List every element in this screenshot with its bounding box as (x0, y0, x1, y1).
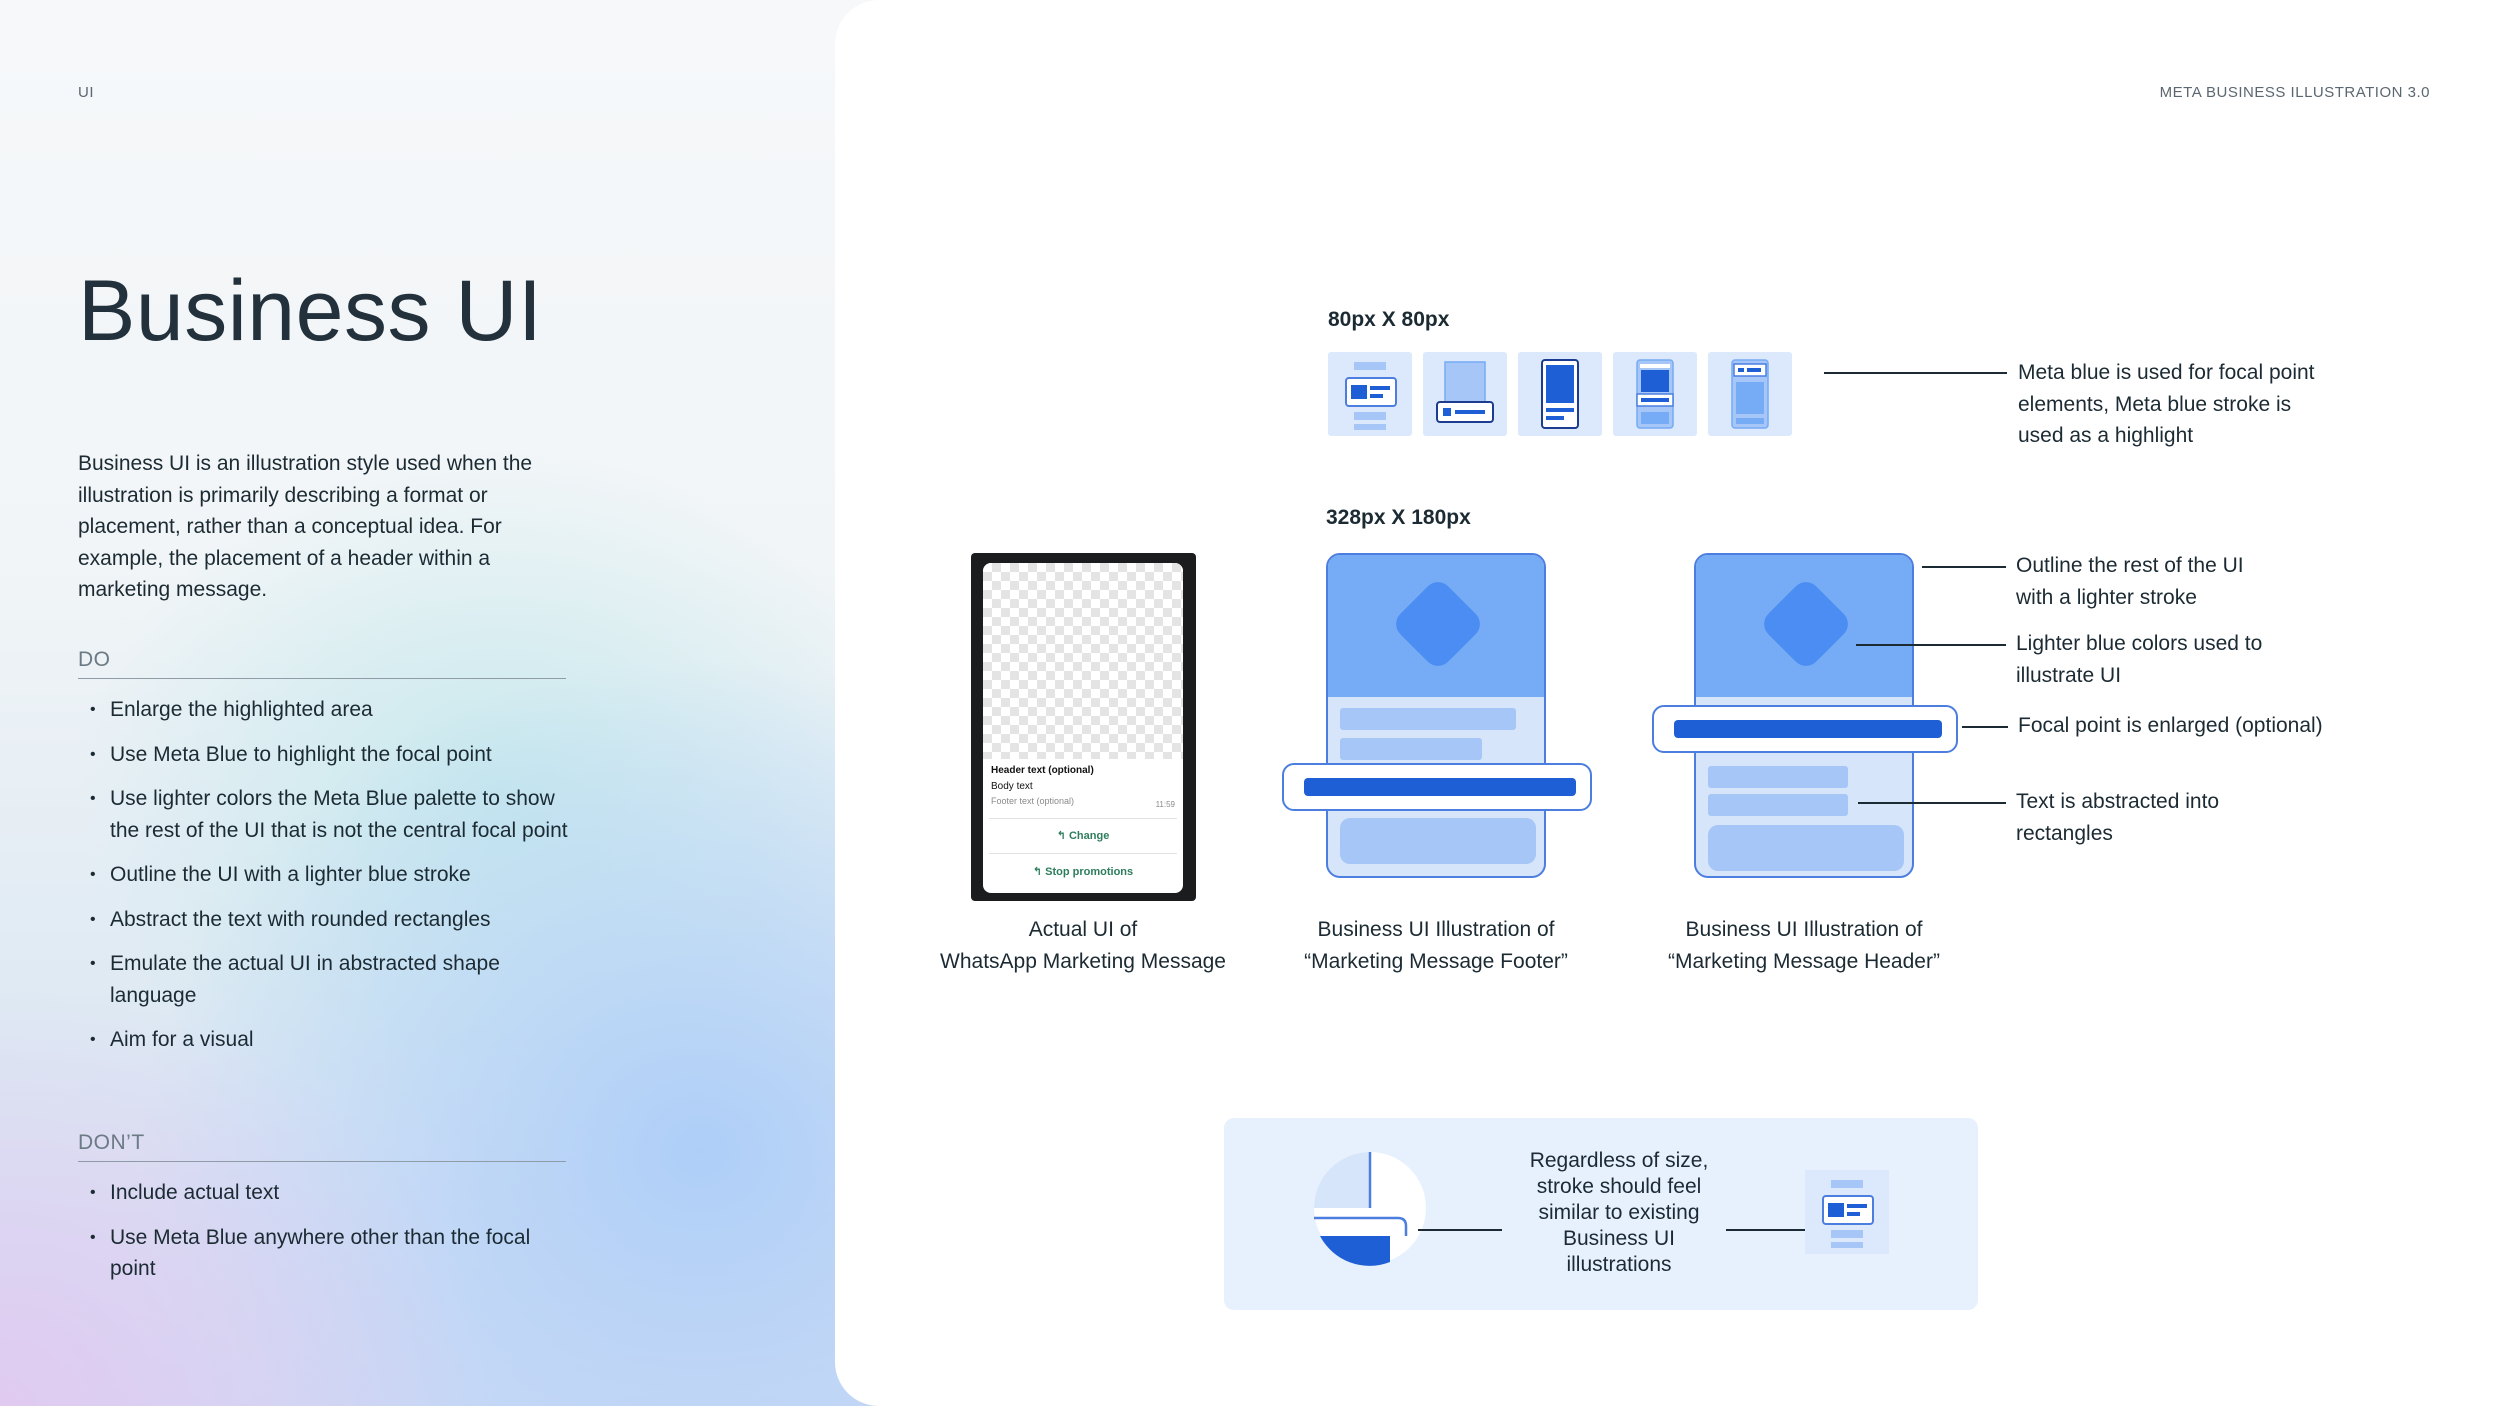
caption-actual-line1: Actual UI of (1028, 918, 1138, 941)
thumb-footer-bar-icon (1423, 352, 1507, 436)
phone-footer-text: Footer text (optional) (991, 796, 1075, 806)
section-label: UI (78, 84, 94, 101)
do-item: Aim for a visual (78, 1024, 578, 1056)
callout-line-lighter (1856, 644, 2006, 646)
text-bar (1708, 794, 1848, 816)
do-item: Abstract the text with rounded rectangle… (78, 904, 578, 936)
change-label: Change (1068, 830, 1110, 842)
brand-label: META BUSINESS ILLUSTRATION 3.0 (2159, 84, 2430, 101)
callout-line-stroke-right (1726, 1229, 1810, 1231)
do-heading: DO (78, 648, 566, 679)
image-placeholder (983, 563, 1183, 759)
note-outline: Outline the rest of the UI with a lighte… (2016, 554, 2244, 609)
dont-item: Include actual text (78, 1177, 578, 1209)
phone-divider (989, 818, 1177, 819)
stroke-note-box: Regardless of size, stroke should feel s… (1224, 1118, 1978, 1310)
caption-footer: Business UI Illustration of “Marketing M… (1276, 914, 1596, 977)
intro-paragraph: Business UI is an illustration style use… (78, 452, 533, 601)
callout-line-focal (1824, 372, 2007, 374)
stop-promotions-button[interactable]: ↰ Stop promotions (1032, 866, 1134, 878)
callout-line-abstracted (1858, 802, 2006, 804)
dont-item: Use Meta Blue anywhere other than the fo… (78, 1222, 578, 1285)
thumb-header-icon (1708, 352, 1792, 436)
do-item: Emulate the actual UI in abstracted shap… (78, 948, 578, 1011)
do-list: Enlarge the highlighted area Use Meta Bl… (78, 694, 578, 1069)
thumb-card-icon (1613, 352, 1697, 436)
phone-header-text: Header text (optional) (991, 765, 1094, 776)
button-block (1708, 825, 1904, 871)
small-footer-icon (1805, 1170, 1889, 1254)
dont-heading: DON’T (78, 1131, 566, 1162)
caption-actual-line2: WhatsApp Marketing Message (940, 949, 1226, 973)
caption-actual: Actual UI of WhatsApp Marketing Message (922, 914, 1244, 977)
text-bar (1340, 738, 1482, 760)
note-lighter: Lighter blue colors used to illustrate U… (2016, 632, 2263, 687)
note-stroke: Regardless of size, stroke should feel s… (1529, 1149, 1709, 1276)
phone-divider (989, 853, 1177, 854)
caption-header-line2: “Marketing Message Header” (1668, 949, 1940, 973)
stop-label: Stop promotions (1045, 866, 1134, 878)
caption-header-line1: Business UI Illustration of (1685, 918, 1923, 941)
focal-bar (1674, 720, 1942, 738)
note-enlarged: Focal point is enlarged (optional) (2018, 714, 2323, 737)
page-title: Business UI (78, 263, 543, 359)
thumb-footer-icon (1328, 352, 1412, 436)
change-button[interactable]: ↰ Change (1056, 830, 1110, 842)
caption-footer-line1: Business UI Illustration of (1317, 918, 1555, 941)
do-item: Enlarge the highlighted area (78, 694, 578, 726)
thumb-phone-icon (1518, 352, 1602, 436)
footer-illustration-card (1326, 553, 1546, 878)
note-focal: Meta blue is used for focal point elemen… (2018, 361, 2315, 447)
caption-header: Business UI Illustration of “Marketing M… (1644, 914, 1964, 977)
header-focal-pill (1652, 705, 1958, 753)
do-item: Use Meta Blue to highlight the focal poi… (78, 739, 578, 771)
phone-screen: Header text (optional) Body text Footer … (983, 563, 1183, 893)
button-block (1340, 818, 1536, 864)
small-size-label: 80px X 80px (1328, 308, 1450, 331)
callout-line-stroke-left (1418, 1229, 1502, 1231)
do-item: Outline the UI with a lighter blue strok… (78, 859, 578, 891)
phone-body-text: Body text (991, 781, 1033, 792)
text-bar (1708, 766, 1848, 788)
note-abstracted: Text is abstracted into rectangles (2016, 790, 2220, 845)
dont-list: Include actual text Use Meta Blue anywhe… (78, 1177, 578, 1298)
large-size-label: 328px X 180px (1326, 506, 1471, 529)
callout-line-enlarged (1962, 726, 2008, 728)
text-bar (1340, 708, 1516, 730)
callout-line-outline (1922, 566, 2006, 568)
focal-bar (1304, 778, 1576, 796)
zoomed-stroke-icon (1314, 1152, 1426, 1266)
whatsapp-phone-mockup: Header text (optional) Body text Footer … (971, 553, 1196, 901)
caption-footer-line2: “Marketing Message Footer” (1304, 949, 1568, 973)
do-item: Use lighter colors the Meta Blue palette… (78, 783, 578, 846)
phone-time: 11:59 (1155, 800, 1175, 809)
footer-focal-pill (1282, 763, 1592, 811)
